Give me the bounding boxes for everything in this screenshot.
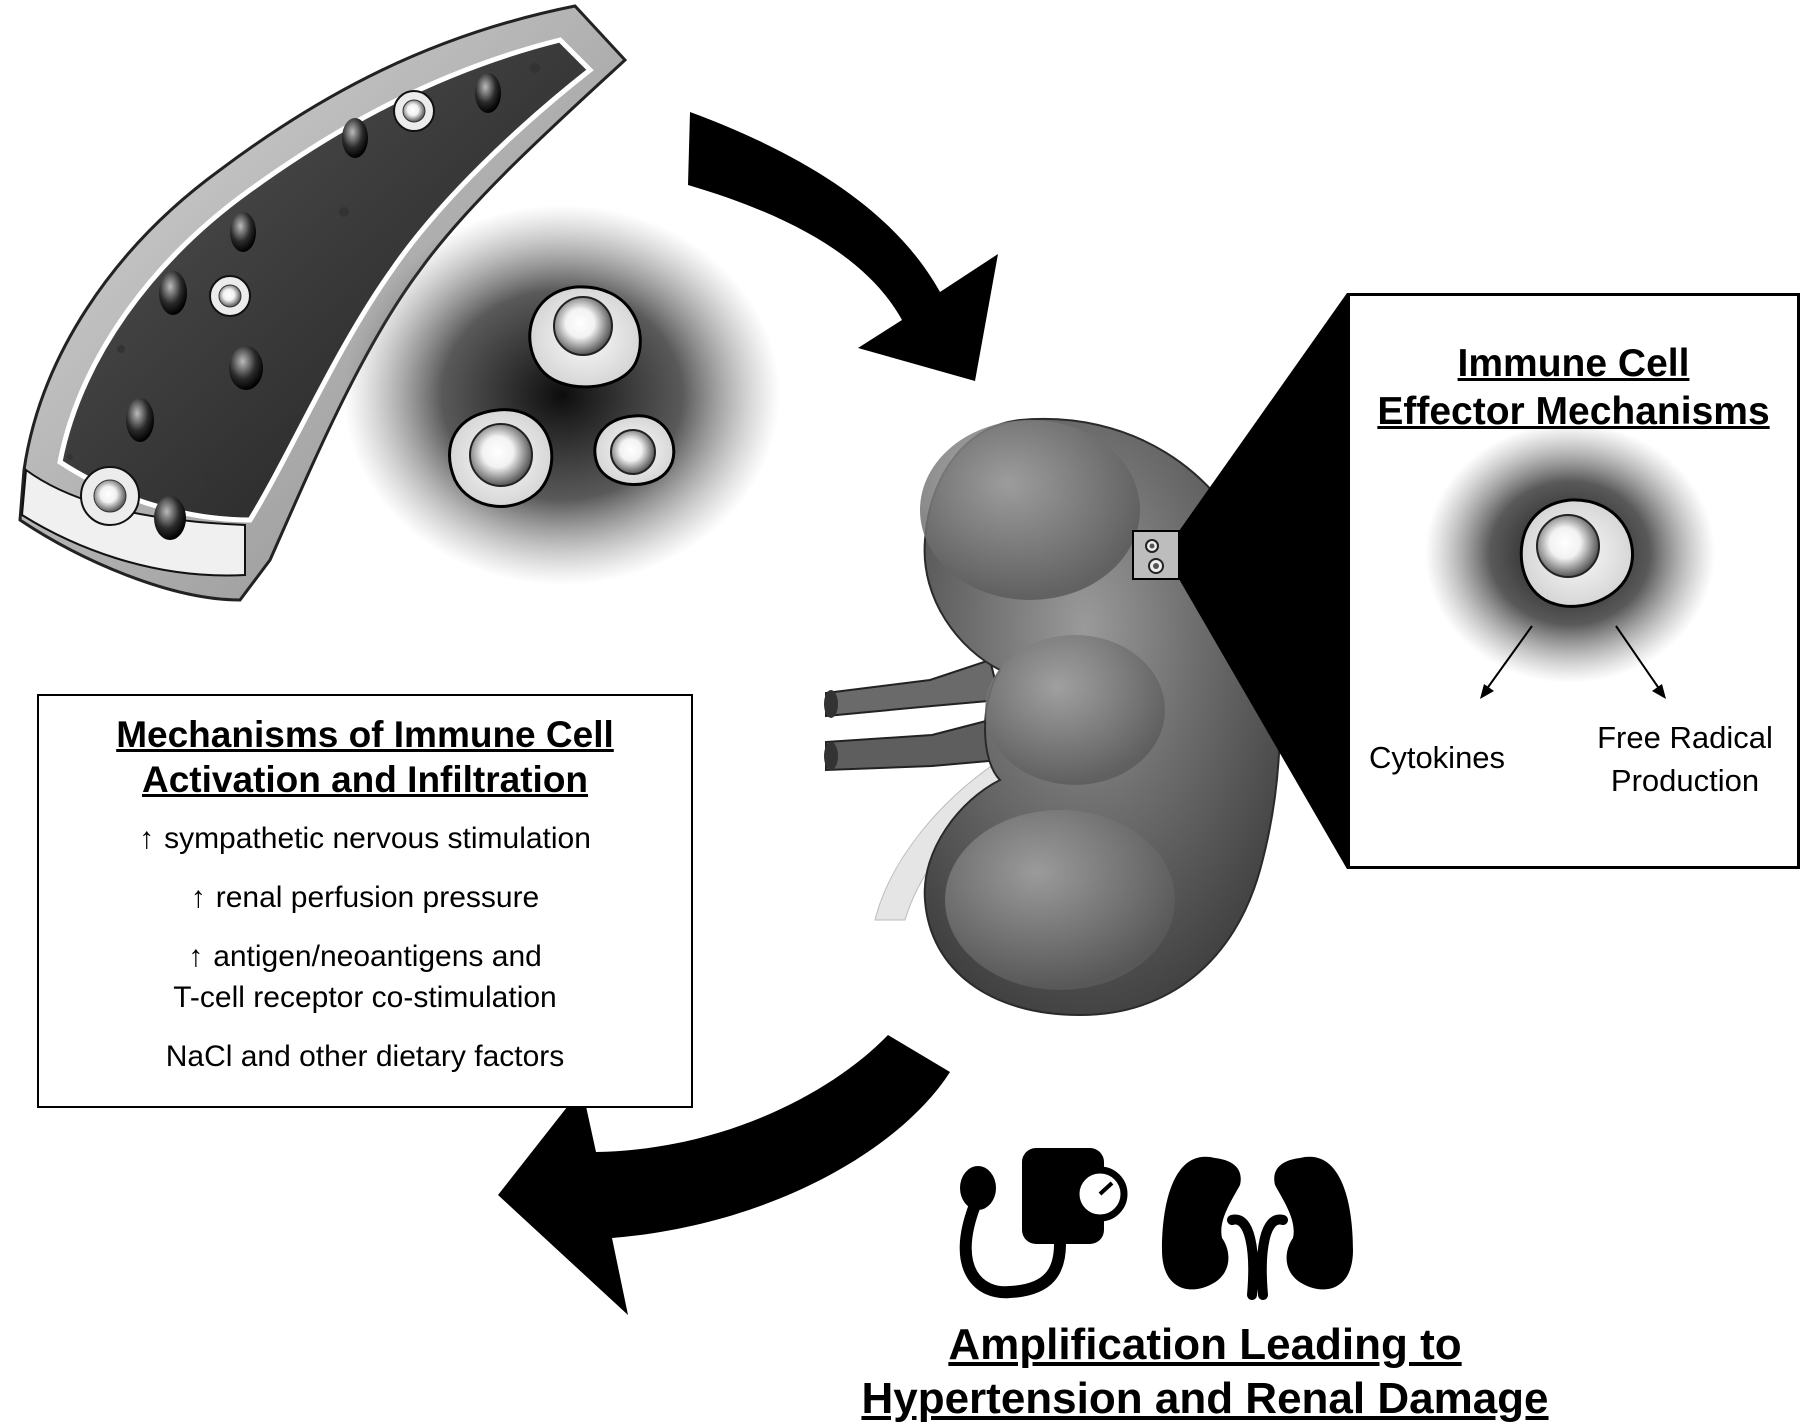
red-blood-cell xyxy=(126,398,154,442)
blood-pressure-cuff-icon xyxy=(959,1148,1128,1299)
red-blood-cell xyxy=(342,118,368,158)
blood-vessel-icon xyxy=(18,4,628,602)
activation-mechanisms-box: Mechanisms of Immune Cell Activation and… xyxy=(37,694,693,1108)
cycle-arrow-icon xyxy=(498,1035,950,1315)
free-radical-line2: Production xyxy=(1610,763,1760,799)
list-item-text: NaCl and other dietary factors xyxy=(165,1040,565,1074)
effector-mechanisms-panel xyxy=(1347,293,1800,869)
activation-mechanisms-title: Mechanisms of Immune Cell Activation and… xyxy=(39,712,691,802)
list-item-text: sympathetic nervous stimulation xyxy=(164,822,591,856)
zoom-wedge xyxy=(1179,293,1347,869)
effector-title-line1: Immune Cell xyxy=(1457,342,1690,385)
list-item-text: renal perfusion pressure xyxy=(215,881,540,915)
kidneys-icon xyxy=(1162,1156,1353,1300)
red-blood-cell xyxy=(229,346,263,390)
up-arrow-icon: ↑ xyxy=(188,940,204,974)
activation-title-line1: Mechanisms of Immune Cell xyxy=(116,714,614,755)
list-item: ↑ sympathetic nervous stimulation xyxy=(39,816,691,861)
cycle-arrow-icon xyxy=(688,112,998,381)
immune-cell-icon xyxy=(528,285,642,389)
list-item-text-continued: T-cell receptor co-stimulation xyxy=(173,981,557,1015)
up-arrow-icon: ↑ xyxy=(190,881,206,915)
immune-cell-cluster-icon xyxy=(344,205,780,585)
red-blood-cell xyxy=(230,212,256,252)
free-radical-line1: Free Radical xyxy=(1597,720,1773,755)
list-item: ↑ renal perfusion pressure xyxy=(39,875,691,920)
red-blood-cell xyxy=(154,496,186,540)
effector-mechanisms-title: Immune Cell Effector Mechanisms xyxy=(1347,340,1800,435)
list-item-text: antigen/neoantigens and xyxy=(213,940,542,974)
immune-cell-icon xyxy=(593,414,676,486)
white-blood-cell xyxy=(393,90,435,132)
cytokines-label: Cytokines xyxy=(1368,740,1506,775)
effector-title-line2: Effector Mechanisms xyxy=(1377,389,1770,433)
amplification-line1: Amplification Leading to xyxy=(948,1320,1462,1369)
activation-mechanisms-list: ↑ sympathetic nervous stimulation ↑ rena… xyxy=(39,816,691,1079)
white-blood-cell xyxy=(80,466,140,526)
white-blood-cell xyxy=(209,275,251,317)
free-radical-label: Free Radical Production xyxy=(1570,716,1800,803)
list-item: NaCl and other dietary factors xyxy=(39,1034,691,1079)
red-blood-cell xyxy=(159,271,187,315)
platelet xyxy=(67,63,540,482)
up-arrow-icon: ↑ xyxy=(139,822,155,856)
amplification-title: Amplification Leading to Hypertension an… xyxy=(700,1318,1710,1425)
amplification-line2: Hypertension and Renal Damage xyxy=(861,1373,1549,1423)
list-item: ↑ antigen/neoantigens and T-cell recepto… xyxy=(39,934,691,1020)
activation-title-line2: Activation and Infiltration xyxy=(141,759,589,801)
immune-cell-icon xyxy=(448,408,554,508)
tissue-zoom-square xyxy=(1132,530,1180,580)
effector-immune-cell-icon xyxy=(1425,423,1715,699)
red-blood-cell xyxy=(475,73,501,113)
